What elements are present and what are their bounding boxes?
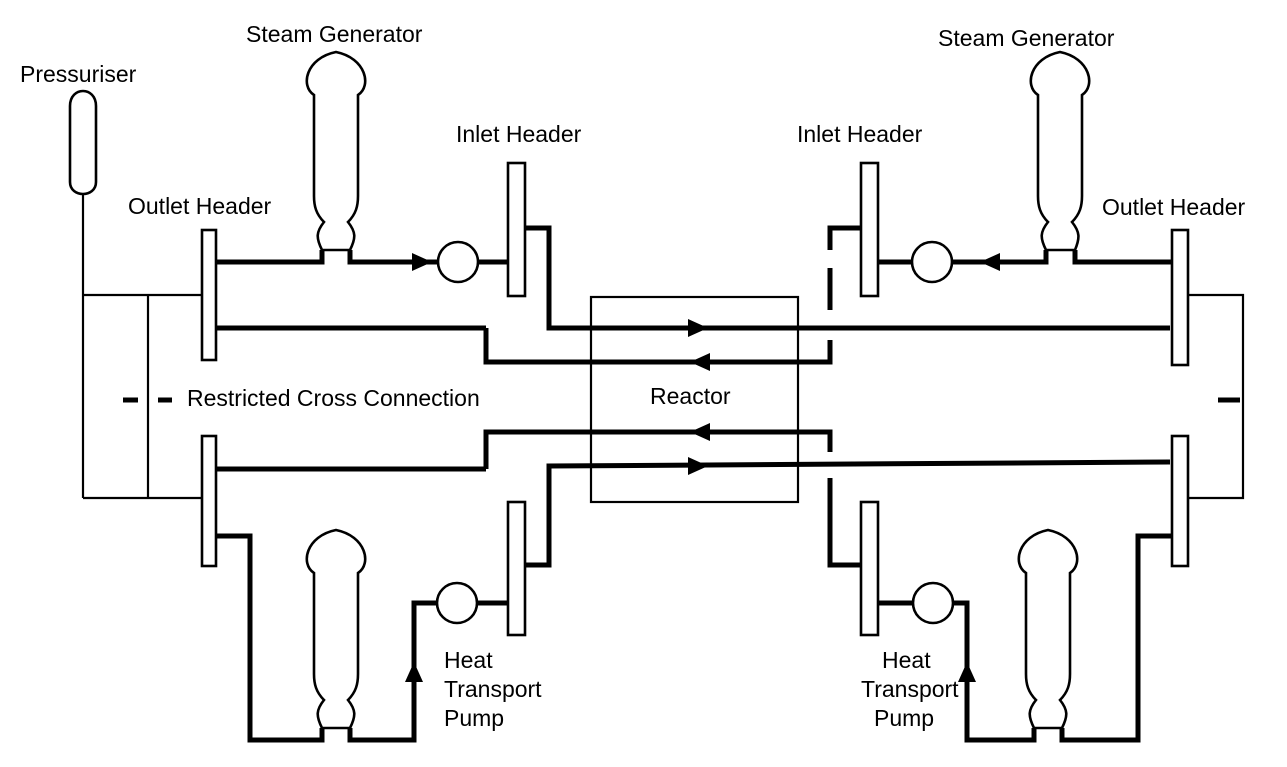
- inlet-header-right-upper: [859, 161, 880, 298]
- pump-label-left-line1: Heat: [444, 647, 493, 673]
- steam-generator-left-top: [305, 50, 367, 252]
- pump-label-left-line3: Pump: [444, 705, 504, 731]
- headers: [200, 161, 1190, 637]
- pump-icon: [911, 581, 955, 625]
- inlet-header-label-right: Inlet Header: [797, 121, 923, 147]
- steam-generator-label-right: Steam Generator: [938, 25, 1115, 51]
- pump-icon: [436, 240, 480, 284]
- outlet-header-left-upper: [200, 228, 218, 362]
- steam-generator-right-top: [1029, 50, 1091, 252]
- pump-icon: [910, 240, 954, 284]
- flow-arrow-up: [958, 662, 976, 682]
- pump-label-right-line3: Pump: [874, 705, 934, 731]
- inlet-header-label-left: Inlet Header: [456, 121, 582, 147]
- outlet-header-left-lower: [200, 434, 218, 568]
- outlet-header-label-left: Outlet Header: [128, 193, 272, 219]
- cross-connection-label: Restricted Cross Connection: [187, 385, 480, 411]
- flow-arrow-left: [980, 253, 1000, 271]
- reactor-label: Reactor: [650, 383, 731, 409]
- flow-arrow-up: [405, 662, 423, 682]
- pump-label-right-line2: Transport: [861, 676, 959, 702]
- outlet-header-label-right: Outlet Header: [1102, 194, 1246, 220]
- inlet-header-left-lower: [506, 500, 527, 637]
- steam-generator-label-left: Steam Generator: [246, 21, 423, 47]
- pump-label-right-line1: Heat: [882, 647, 931, 673]
- flow-arrow-right: [688, 319, 708, 337]
- outlet-header-right-upper: [1170, 228, 1190, 367]
- pressuriser-connection-lines: [81, 192, 1245, 500]
- pressuriser-vessel: [68, 89, 98, 196]
- pumps: [435, 240, 955, 625]
- steam-generator-left-bottom: [305, 528, 367, 730]
- flow-arrow-left: [690, 423, 710, 441]
- inlet-header-right-lower: [859, 500, 880, 637]
- flow-arrow-right: [412, 253, 432, 271]
- pressuriser-label: Pressuriser: [20, 61, 137, 87]
- pump-label-left-line2: Transport: [444, 676, 542, 702]
- left-loop-piping: [216, 225, 1171, 743]
- outlet-header-right-lower: [1170, 434, 1190, 568]
- inlet-header-left-upper: [506, 161, 527, 298]
- reactor-vessel: [589, 295, 800, 504]
- pump-icon: [435, 581, 479, 625]
- flow-arrow-left: [690, 353, 710, 371]
- flow-arrow-right: [688, 457, 708, 475]
- labels: Pressuriser Steam Generator Steam Genera…: [20, 21, 1246, 731]
- flow-arrows: [405, 253, 1000, 682]
- steam-generator-right-bottom: [1017, 528, 1079, 730]
